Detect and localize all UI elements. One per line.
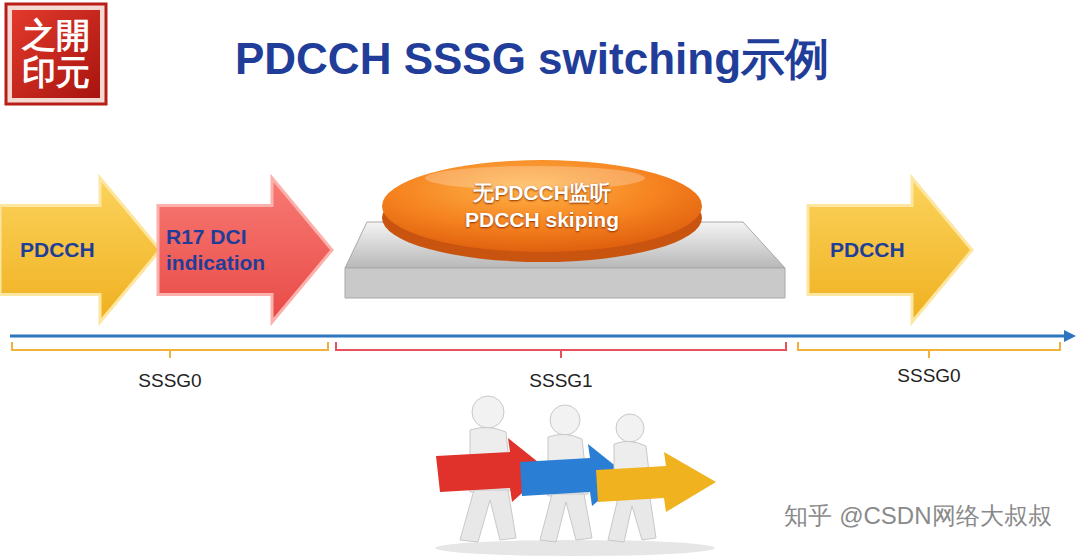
- arrow-shape: PDCCH: [808, 176, 974, 324]
- text-area: PDCCH: [20, 206, 140, 295]
- bracket: [798, 342, 1060, 358]
- button-top: [382, 160, 702, 252]
- arrow-body: [158, 178, 332, 322]
- bracket: [336, 342, 786, 358]
- phase-label: SSSG0: [138, 370, 201, 392]
- seal-frame: [6, 4, 106, 104]
- arrow-body: [0, 178, 160, 322]
- seal-fill: [12, 10, 100, 98]
- bracket: [12, 342, 328, 358]
- platform-side: [345, 268, 785, 298]
- text-area: R17 DCI indication: [166, 206, 300, 295]
- shape-outline: [158, 176, 334, 324]
- slide-title: PDCCH SSSG switching示例: [235, 30, 829, 89]
- node-text: 无PDCCH监听: [473, 179, 611, 206]
- node-text: PDCCH: [20, 237, 95, 263]
- text-area: PDCCH: [830, 206, 950, 295]
- node-text: PDCCH skiping: [465, 206, 619, 233]
- people-illustration: [435, 396, 716, 556]
- arrow-shape: PDCCH: [0, 176, 162, 324]
- node-text: R17 DCI indication: [166, 224, 300, 277]
- arrow-shape: R17 DCI indication: [158, 176, 334, 324]
- phase-label: SSSG1: [529, 370, 592, 392]
- timeline-head: [1064, 330, 1076, 342]
- watermark: 知乎 @CSDN网络大叔叔: [784, 500, 1051, 532]
- node-text: PDCCH: [830, 237, 905, 263]
- arrow-body: [808, 178, 972, 322]
- button-shape: 无PDCCH监听PDCCH skiping: [345, 150, 795, 305]
- text-area: 无PDCCH监听PDCCH skiping: [392, 162, 692, 250]
- timeline: [10, 335, 1066, 338]
- logo-seal-text: 之開印元: [20, 17, 91, 92]
- phase-label: SSSG0: [897, 365, 960, 387]
